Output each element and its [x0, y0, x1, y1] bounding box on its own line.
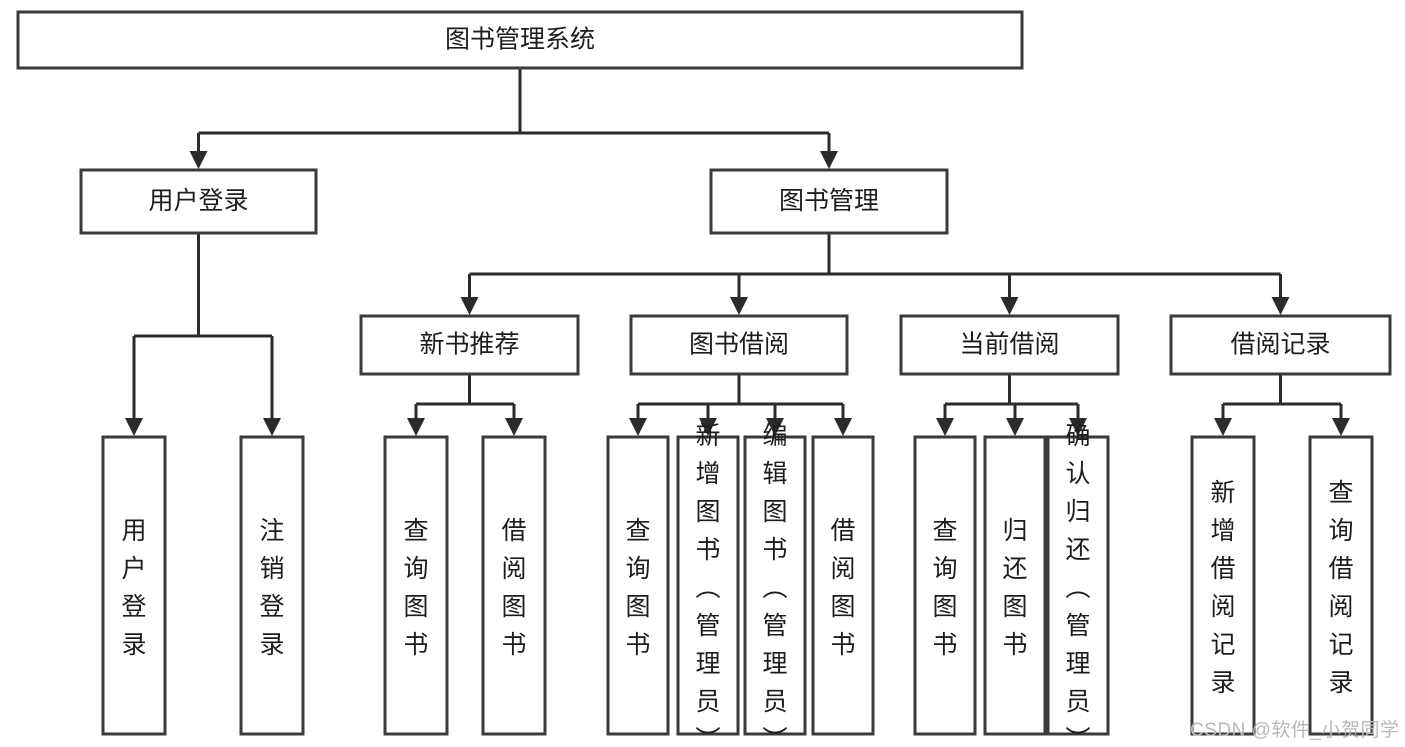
edge-group-borrow [629, 374, 852, 436]
node-label: 新增图书︵管理员︶ [695, 422, 720, 747]
node-root[interactable]: 图书管理系统 [16, 10, 1024, 70]
edge-group-newbook [407, 374, 523, 436]
arrow-head-icon [1069, 418, 1087, 436]
node-label: 查询图书 [403, 517, 428, 659]
edge-group-login [125, 233, 281, 436]
node-b4[interactable]: 借阅图书 [811, 435, 875, 736]
node-b3[interactable]: 编辑图书︵管理员︶ [743, 422, 807, 747]
node-label: 查询图书 [932, 517, 957, 659]
node-label: 查询借阅记录 [1328, 479, 1353, 697]
arrow-head-icon [1000, 297, 1019, 315]
node-label: 图书管理系统 [445, 26, 595, 54]
node-box [913, 435, 977, 736]
node-box [676, 435, 740, 736]
node-borrow[interactable]: 图书借阅 [629, 314, 849, 376]
node-label: 查询图书 [625, 517, 650, 659]
node-label: 确认归还︵管理员︶ [1065, 422, 1090, 747]
arrow-head-icon [699, 418, 717, 436]
edge-group-root [189, 68, 838, 169]
node-box [359, 314, 580, 376]
node-b1[interactable]: 查询图书 [606, 435, 670, 736]
node-label: 图书管理 [779, 187, 879, 215]
node-label: 归还图书 [1002, 517, 1027, 659]
node-r1[interactable]: 新增借阅记录 [1190, 435, 1256, 736]
arrow-head-icon [936, 418, 954, 436]
node-box [811, 435, 875, 736]
arrow-head-icon [189, 151, 208, 169]
arrow-head-icon [1214, 418, 1232, 436]
node-b2[interactable]: 新增图书︵管理员︶ [676, 422, 740, 747]
node-l2[interactable]: 注销登录 [239, 435, 305, 736]
node-box [743, 435, 807, 736]
node-current[interactable]: 当前借阅 [899, 314, 1120, 376]
arrow-head-icon [834, 418, 852, 436]
arrow-head-icon [730, 297, 748, 315]
node-box [606, 435, 670, 736]
node-box [101, 435, 167, 736]
node-box [383, 435, 449, 736]
node-box [16, 10, 1024, 70]
arrow-head-icon [263, 418, 281, 436]
arrow-head-icon [629, 418, 647, 436]
csdn-watermark: CSDN @软件_小贺同学 [1190, 720, 1400, 741]
node-label: 新书推荐 [419, 331, 519, 359]
node-c3[interactable]: 确认归还︵管理员︶ [1046, 422, 1110, 747]
arrow-head-icon [820, 151, 838, 169]
node-n2[interactable]: 借阅图书 [481, 435, 547, 736]
node-box [1046, 435, 1110, 736]
node-label: 借阅图书 [501, 517, 526, 659]
node-c1[interactable]: 查询图书 [913, 435, 977, 736]
node-box [899, 314, 1120, 376]
node-box [1169, 314, 1392, 376]
node-label: 图书借阅 [689, 331, 789, 359]
node-label: 新增借阅记录 [1210, 479, 1235, 697]
node-records[interactable]: 借阅记录 [1169, 314, 1392, 376]
connector-layer [125, 68, 1350, 436]
node-label: 编辑图书︵管理员︶ [762, 422, 787, 747]
node-label: 注销登录 [259, 517, 284, 659]
node-newbook[interactable]: 新书推荐 [359, 314, 580, 376]
node-box [239, 435, 305, 736]
node-label: 借阅图书 [830, 517, 855, 659]
node-box [481, 435, 547, 736]
arrow-head-icon [766, 418, 784, 436]
node-bookmgmt[interactable]: 图书管理 [709, 168, 949, 235]
arrow-head-icon [407, 418, 425, 436]
arrow-head-icon [125, 418, 143, 436]
arrow-head-icon [460, 297, 479, 315]
arrow-head-icon [1332, 418, 1350, 436]
node-layer: 图书管理系统用户登录图书管理新书推荐图书借阅当前借阅借阅记录用户登录注销登录查询… [16, 10, 1392, 747]
edge-group-bookmgmt [460, 233, 1290, 315]
node-l1[interactable]: 用户登录 [101, 435, 167, 736]
node-label: 当前借阅 [959, 331, 1059, 359]
node-label: 用户登录 [121, 517, 146, 659]
node-box [1308, 435, 1374, 736]
node-r2[interactable]: 查询借阅记录 [1308, 435, 1374, 736]
node-n1[interactable]: 查询图书 [383, 435, 449, 736]
node-box [629, 314, 849, 376]
node-box [1190, 435, 1256, 736]
node-c2[interactable]: 归还图书 [983, 435, 1047, 736]
edge-group-records [1214, 374, 1350, 436]
node-box [983, 435, 1047, 736]
node-box [79, 168, 318, 235]
arrow-head-icon [1271, 297, 1290, 315]
node-box [709, 168, 949, 235]
arrow-head-icon [1006, 418, 1024, 436]
edge-group-current [936, 374, 1087, 436]
node-login[interactable]: 用户登录 [79, 168, 318, 235]
arrow-head-icon [505, 418, 523, 436]
node-label: 用户登录 [148, 187, 248, 215]
node-label: 借阅记录 [1230, 331, 1330, 359]
